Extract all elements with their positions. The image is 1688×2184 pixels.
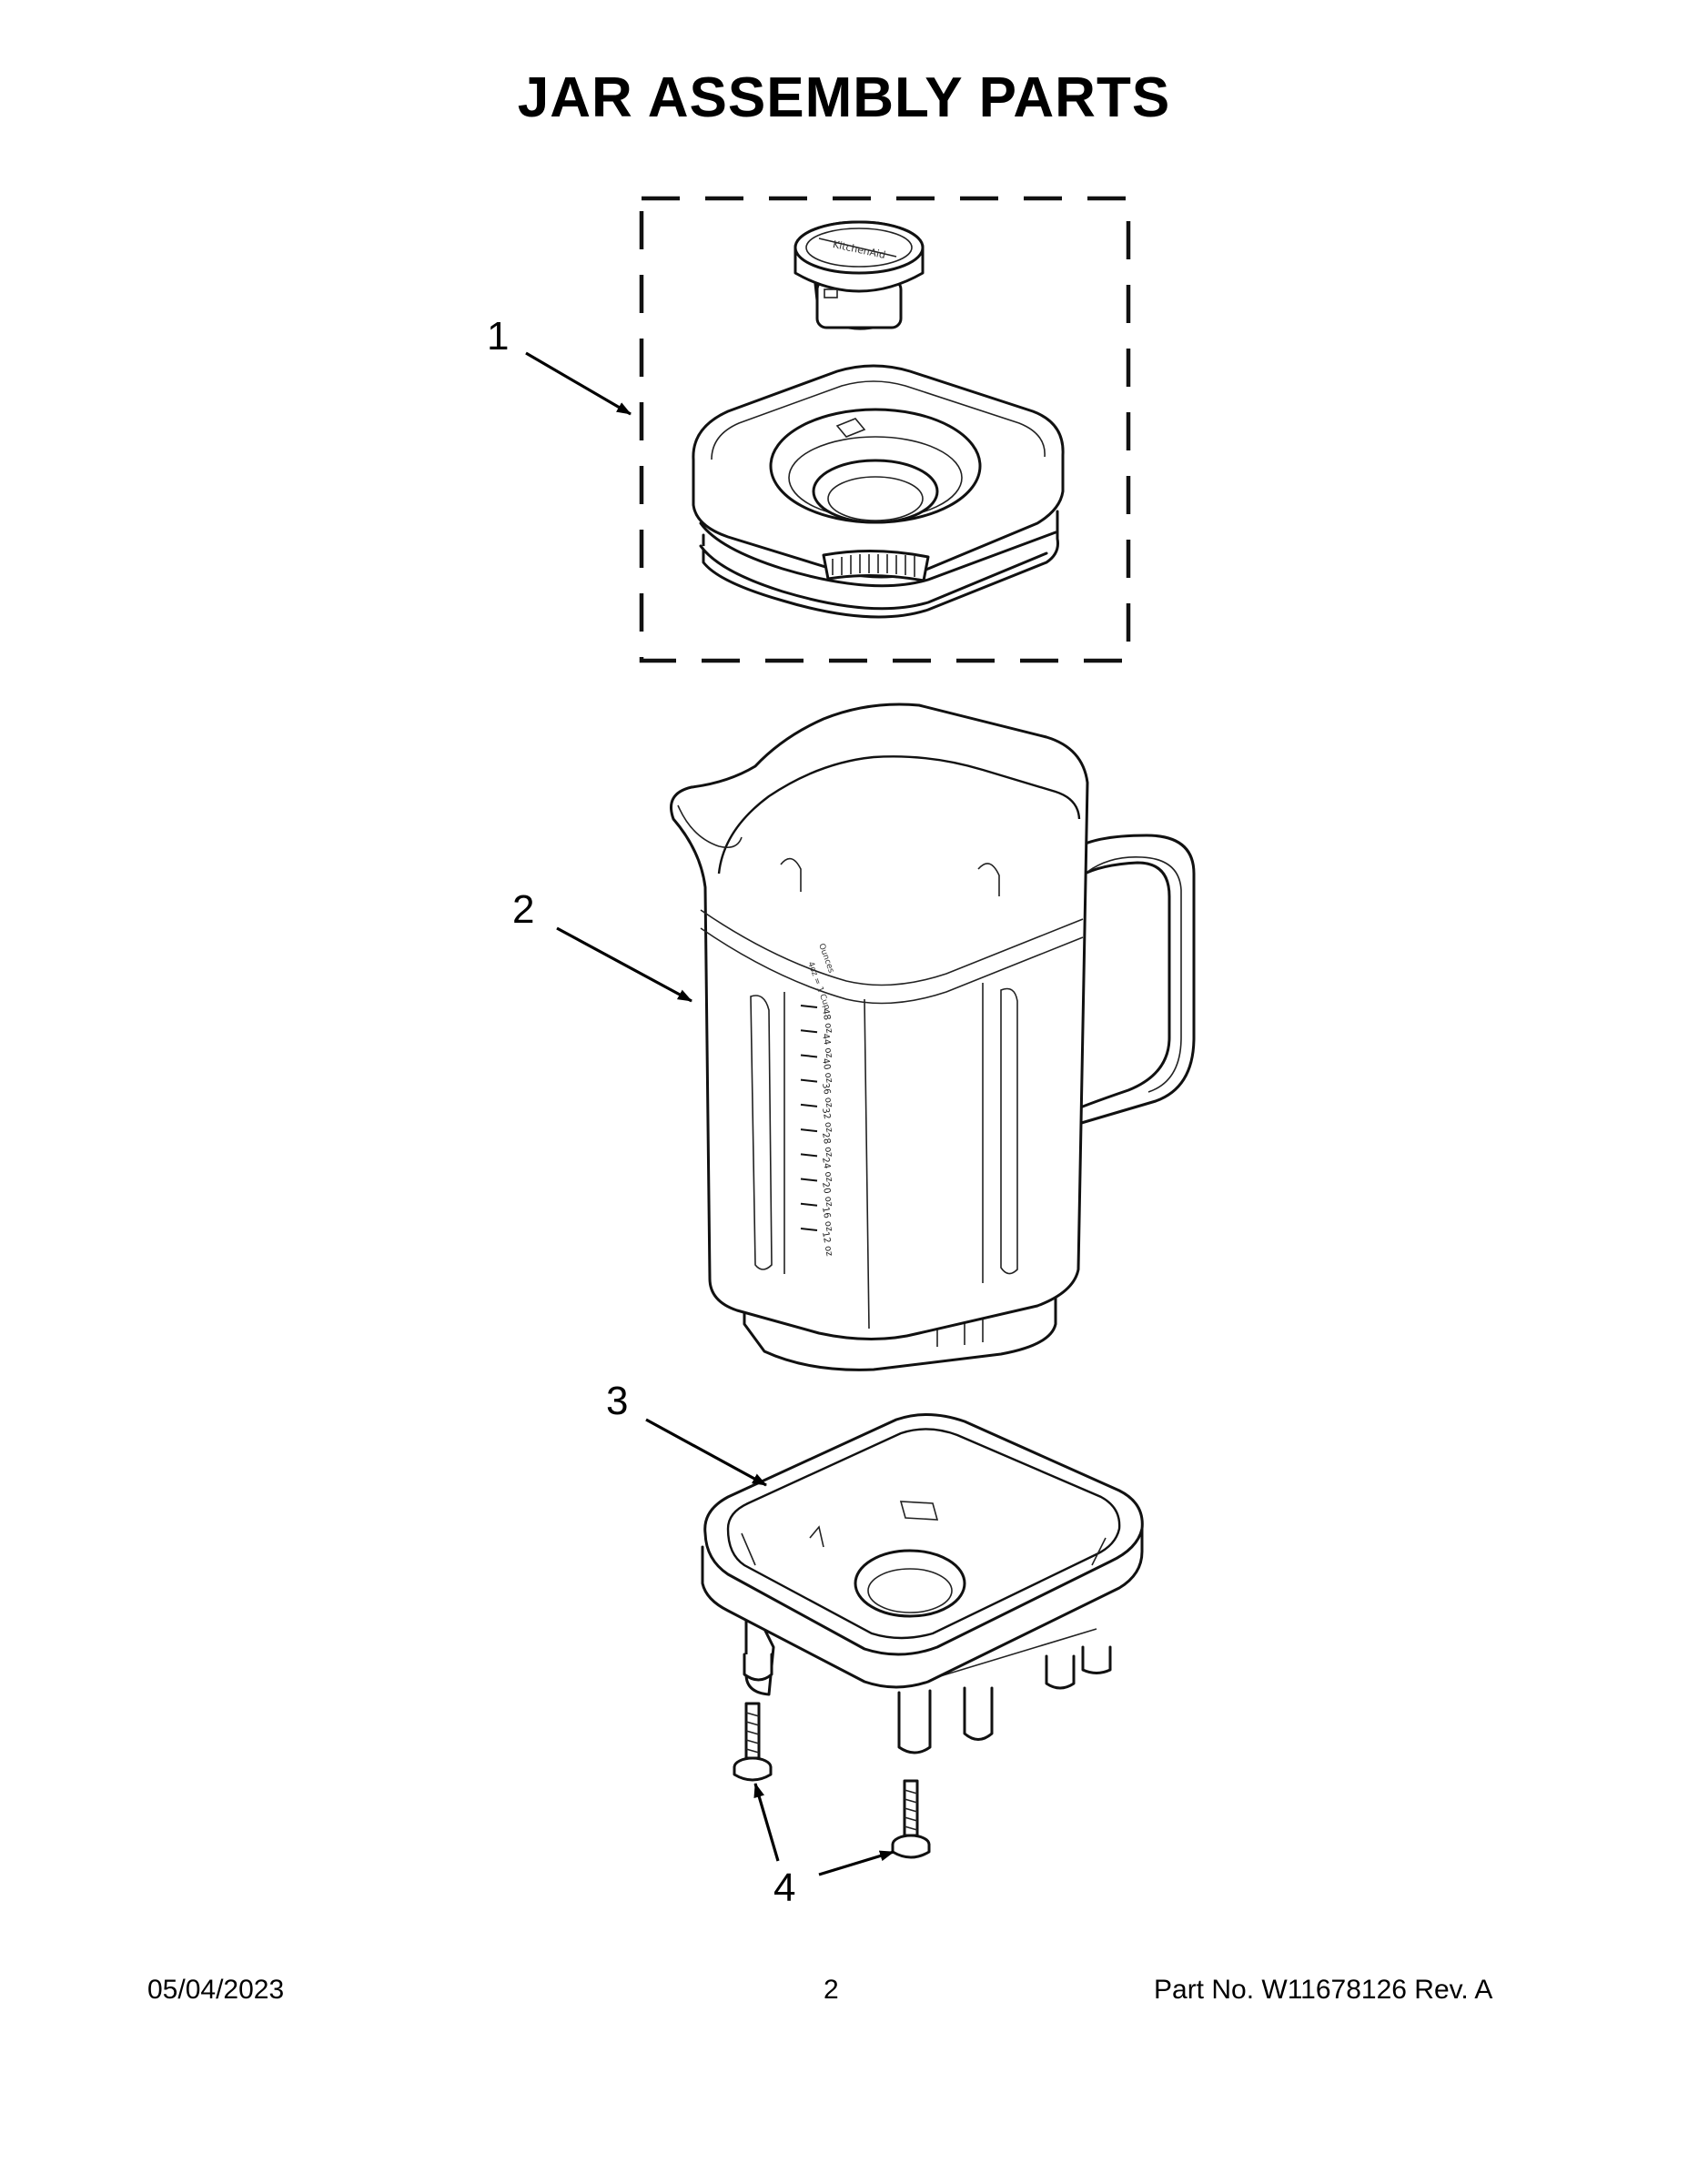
callout-1: 1 — [487, 314, 510, 359]
graduation-mark — [800, 1153, 818, 1158]
graduation-mark — [800, 1178, 818, 1182]
graduation-label: 16 oz — [820, 1206, 834, 1232]
graduation-label: 44 oz — [820, 1033, 834, 1059]
graduation-label: 36 oz — [820, 1082, 834, 1108]
graduation-label: 24 oz — [820, 1157, 834, 1183]
graduation-label: 28 oz — [820, 1132, 834, 1158]
footer-page-number: 2 — [824, 1975, 839, 2005]
graduation-mark — [800, 1128, 818, 1133]
graduation-mark — [800, 1228, 818, 1231]
graduation-label: 20 oz — [820, 1181, 834, 1208]
screw-part-upper — [733, 1702, 773, 1782]
page-title: JAR ASSEMBLY PARTS — [517, 66, 1171, 129]
graduation-label: 48 oz — [820, 1008, 834, 1035]
callout-2-arrow — [556, 926, 692, 1003]
graduation-mark — [800, 1078, 818, 1083]
graduation-mark — [800, 1202, 818, 1207]
callout-4-arrow-a — [753, 1783, 780, 1862]
callout-1-arrow — [525, 351, 632, 416]
blender-jar-part — [670, 703, 1196, 1371]
graduation-label: 40 oz — [820, 1057, 834, 1084]
graduation-mark — [800, 1005, 818, 1008]
callout-4-arrow-b — [818, 1850, 895, 1876]
callout-3: 3 — [606, 1379, 629, 1423]
jar-lid-part — [692, 364, 1065, 619]
screw-part-lower — [891, 1779, 931, 1859]
graduation-label: 12 oz — [820, 1231, 834, 1258]
part-1-dashed-frame — [639, 196, 1131, 663]
graduation-mark — [800, 1029, 818, 1034]
jar-base-part — [701, 1412, 1144, 1754]
footer-date: 05/04/2023 — [147, 1975, 285, 2005]
lid-cap-part: KitchenAid — [793, 220, 925, 330]
graduation-mark — [800, 1054, 818, 1058]
graduation-mark — [800, 1103, 818, 1107]
footer-part-number: Part No. W11678126 Rev. A — [1154, 1975, 1493, 2005]
callout-2: 2 — [512, 887, 535, 932]
graduation-label: 32 oz — [820, 1107, 834, 1133]
callout-3-arrow — [645, 1418, 767, 1487]
callout-4: 4 — [773, 1866, 796, 1910]
